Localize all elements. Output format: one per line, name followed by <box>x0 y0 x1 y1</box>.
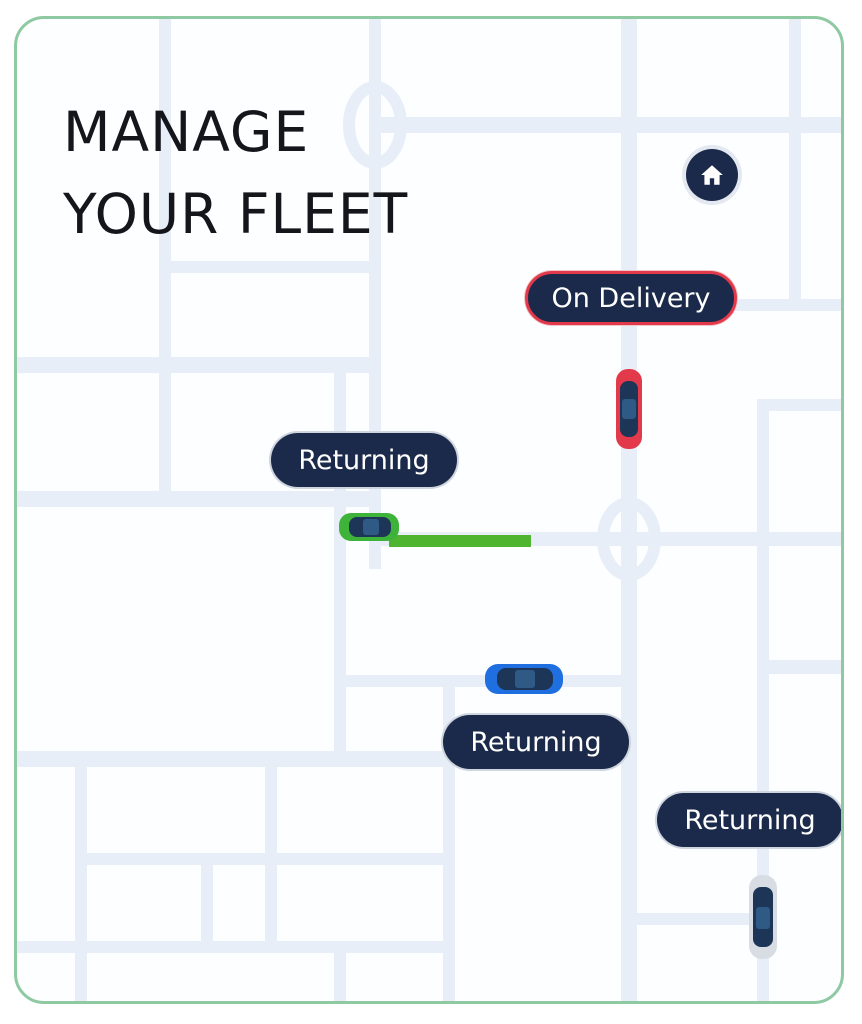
title-line-2: YOUR FLEET <box>63 182 409 246</box>
status-badge-returning-3[interactable]: Returning <box>657 793 841 847</box>
car-icon[interactable] <box>614 367 644 451</box>
status-label: On Delivery <box>551 282 711 314</box>
status-label: Returning <box>298 444 430 476</box>
city-map <box>17 19 841 1001</box>
car-icon[interactable] <box>747 873 779 961</box>
roads <box>17 19 841 1001</box>
home-icon[interactable] <box>686 149 738 201</box>
page-title: MANAGE YOUR FLEET <box>63 91 408 255</box>
fleet-map-card: MANAGE YOUR FLEET On Delivery Returning … <box>14 16 844 1004</box>
return-route <box>389 535 841 857</box>
status-badge-on-delivery[interactable]: On Delivery <box>525 271 737 325</box>
status-badge-returning-2[interactable]: Returning <box>443 715 629 769</box>
title-line-1: MANAGE <box>63 100 310 164</box>
status-label: Returning <box>470 726 602 758</box>
home-glyph-icon <box>701 165 723 185</box>
status-label: Returning <box>684 804 816 836</box>
car-icon[interactable] <box>337 511 401 543</box>
car-icon[interactable] <box>483 662 565 696</box>
status-badge-returning-1[interactable]: Returning <box>271 433 457 487</box>
